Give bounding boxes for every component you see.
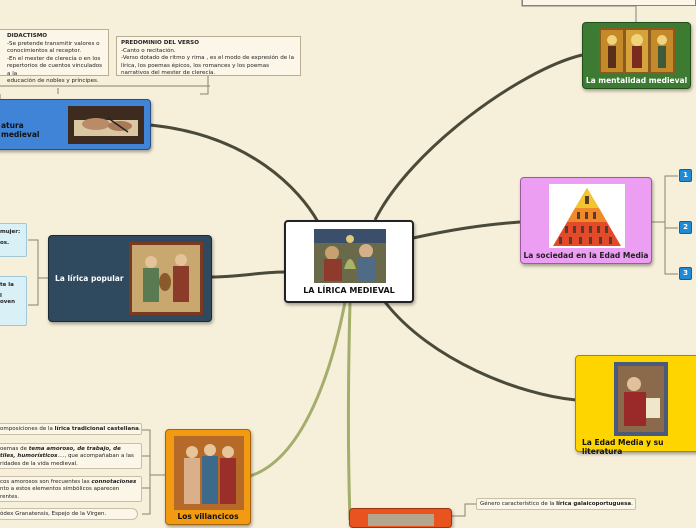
node-mentalidad-medieval[interactable]: La mentalidad medieval: [582, 22, 691, 89]
badge-3[interactable]: 3: [679, 267, 692, 280]
v1-pre: omposiciones de la: [0, 426, 55, 432]
v1-bold: lírica tradicional castellana: [54, 426, 139, 432]
v2-post: ...., que acompañaban a las: [57, 453, 134, 460]
villancicos-note-2: oemas de tema amoroso, de trabajo, de ti…: [0, 443, 142, 469]
literatura-label: atura medieval: [1, 121, 40, 139]
villancicos-note-3: cos amorosos son frecuentes las connotac…: [0, 476, 142, 502]
node-literatura-medieval[interactable]: atura medieval: [0, 99, 151, 150]
didactismo-line-1: -Se pretende transmitir valores o: [7, 40, 100, 47]
verso-line-4: narrativos del mester de clerecía.: [121, 70, 216, 77]
v1-post: .: [138, 426, 141, 432]
connector-bottom-galaico: [452, 503, 476, 517]
v2-bold2: tiles, humorísticos: [0, 453, 58, 460]
edad-media-label: La Edad Media y su literatura: [582, 438, 664, 456]
central-title: LA LÍRICA MEDIEVAL: [303, 286, 395, 295]
v3-line3: rentes.: [0, 493, 20, 500]
verso-line-3: lírica, los poemas épicos, los romances …: [121, 62, 270, 69]
connector-sociedad-badges: [651, 175, 678, 275]
popular-item2-line-a: te la: [0, 282, 14, 288]
branch-to-edad-media: [383, 301, 577, 402]
didactismo-title: DIDACTISMO: [7, 33, 48, 39]
node-villancicos[interactable]: Los villancicos: [165, 429, 251, 525]
v4-text: ódex Granatensis, Espejo de la Virgen.: [0, 511, 107, 517]
note-didactismo: DIDACTISMO -Se pretende transmitir valor…: [0, 29, 109, 84]
note-predominio-verso: PREDOMINIO DEL VERSO -Canto o recitación…: [116, 36, 301, 76]
didactismo-line-4: repertorios de cuentos vinculados a la: [7, 63, 103, 77]
galaico-post: .: [631, 501, 633, 507]
top-partial-box: [522, 0, 696, 6]
verso-line-2: -Verso dotado de ritmo y rima , es el mo…: [121, 55, 294, 62]
branch-to-villancicos: [249, 301, 347, 478]
popular-item2-line-c: oven: [0, 299, 16, 305]
popular-item1-line-b: os.: [0, 240, 10, 246]
bottom-image: [368, 514, 434, 526]
node-edad-media-literatura[interactable]: La Edad Media y su literatura: [575, 355, 696, 456]
didactismo-line-5: educación de nobles y príncipes.: [7, 78, 99, 85]
connector-villancicos-notes: [142, 429, 165, 515]
dancers-image: [174, 436, 244, 510]
galaico-bold: lírica galaicoportuguesa: [556, 501, 632, 507]
sociedad-label: La sociedad en la Edad Media: [523, 251, 649, 260]
didactismo-line-2: conocimientos al receptor.: [7, 48, 82, 55]
verso-title: PREDOMINIO DEL VERSO: [121, 40, 199, 46]
galaico-note: Género característico de la lírica galai…: [476, 498, 636, 510]
galaico-pre: Género característico de la: [480, 501, 557, 507]
branch-to-bottom: [347, 301, 352, 520]
feudal-pyramid-image: [549, 184, 625, 248]
villancicos-note-4: ódex Granatensis, Espejo de la Virgen.: [0, 508, 138, 520]
lirica-popular-label: La lírica popular: [55, 274, 124, 283]
v2-pre: oemas de: [0, 446, 29, 452]
central-node[interactable]: LA LÍRICA MEDIEVAL: [284, 220, 414, 303]
popular-item2-line-b: l: [0, 293, 2, 299]
node-sociedad[interactable]: La sociedad en la Edad Media: [520, 177, 652, 264]
v2-line3: ridades de la vida medieval.: [0, 460, 78, 467]
villancicos-label: Los villancicos: [177, 512, 239, 521]
villancicos-note-1: omposiciones de la lírica tradicional ca…: [0, 423, 142, 435]
connector-popular-side: [28, 239, 48, 306]
hands-writing-image: [68, 106, 144, 144]
popular-item1-line-a: mujer:: [0, 229, 21, 235]
v3-bold: connotaciones: [91, 479, 137, 485]
node-bottom-partial[interactable]: [349, 508, 452, 528]
religious-painting-image: [599, 28, 675, 74]
scribe-image: [614, 362, 668, 436]
v3-line2: nto a estos elementos simbólicos aparece…: [0, 486, 120, 493]
musicians-image: [129, 242, 203, 315]
branch-to-mentalidad: [373, 53, 583, 221]
popular-side-item-1[interactable]: mujer: os.: [0, 223, 27, 257]
node-lirica-popular[interactable]: La lírica popular: [48, 235, 212, 322]
mentalidad-label: La mentalidad medieval: [585, 76, 688, 85]
branch-to-popular: [209, 270, 286, 279]
tapestry-image: [314, 229, 386, 283]
didactismo-line-3: -En el mester de clerecía o en los: [7, 55, 101, 62]
badge-1[interactable]: 1: [679, 169, 692, 182]
connector-literatura-notes: [0, 76, 209, 99]
branch-to-literatura: [149, 123, 320, 223]
verso-line-1: -Canto o recitación.: [121, 47, 176, 54]
v3-pre: cos amorosos son frecuentes las: [0, 479, 92, 485]
badge-2[interactable]: 2: [679, 221, 692, 234]
branch-to-sociedad: [412, 220, 521, 240]
popular-side-item-2[interactable]: te la l oven: [0, 276, 27, 326]
v2-bold: tema amoroso, de trabajo, de: [28, 446, 121, 452]
